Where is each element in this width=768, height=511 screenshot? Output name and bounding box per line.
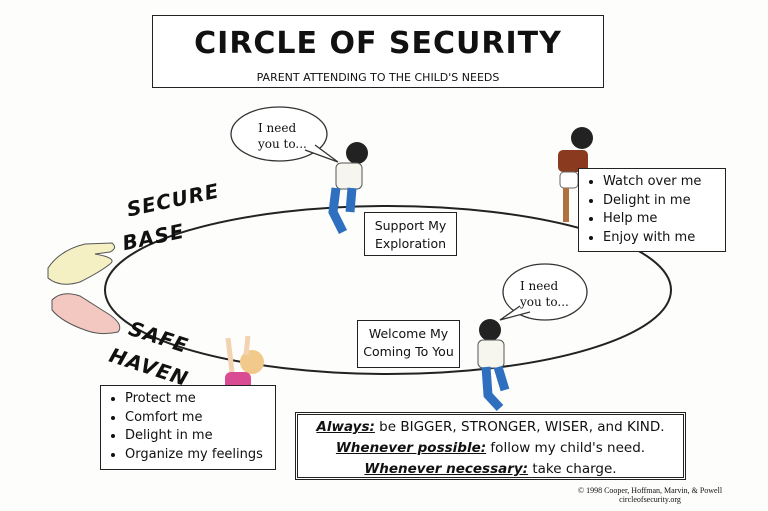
credit-url: circleofsecurity.org — [619, 495, 681, 504]
rule-text: take charge. — [528, 461, 617, 477]
speech-bubble-top — [230, 106, 328, 162]
need-item: Enjoy with me — [603, 229, 725, 248]
welcome-line-1: Welcome My — [368, 326, 449, 341]
child-returning-icon — [477, 319, 510, 412]
rule-necessary: Whenever necessary: take charge. — [298, 459, 683, 480]
support-line-2: Exploration — [374, 236, 447, 251]
need-item: Watch over me — [603, 173, 725, 192]
need-item: Organize my feelings — [125, 446, 275, 465]
copyright-credit: © 1998 Cooper, Hoffman, Marvin, & Powell… — [578, 486, 722, 504]
rule-text: be BIGGER, STRONGER, WISER, and KIND. — [374, 419, 665, 435]
support-line-1: Support My — [374, 218, 447, 233]
need-item: Delight in me — [603, 192, 725, 211]
rule-label: Always: — [316, 419, 375, 435]
rule-possible: Whenever possible: follow my child's nee… — [298, 438, 683, 459]
child-exploring-icon — [328, 142, 368, 235]
parenting-rules-box: Always: be BIGGER, STRONGER, WISER, and … — [295, 412, 686, 480]
support-exploration-box: Support My Exploration — [364, 212, 457, 256]
credit-line: © 1998 Cooper, Hoffman, Marvin, & Powell — [578, 486, 723, 495]
page-title: CIRCLE OF SECURITY — [194, 26, 562, 61]
rule-text: follow my child's need. — [486, 440, 646, 456]
speech-bubble-bottom — [502, 263, 588, 321]
title-box: CIRCLE OF SECURITY PARENT ATTENDING TO T… — [152, 15, 604, 88]
need-item: Delight in me — [125, 427, 275, 446]
bubble-bottom-text: I need you to... — [520, 278, 569, 310]
rule-label: Whenever necessary: — [364, 461, 529, 477]
welcome-line-2: Coming To You — [363, 344, 454, 359]
bubble-top-line-2: you to... — [258, 137, 307, 151]
welcome-coming-box: Welcome My Coming To You — [357, 320, 460, 368]
haven-needs-box: Protect me Comfort me Delight in me Orga… — [100, 385, 276, 470]
need-item: Protect me — [125, 390, 275, 409]
bubble-bottom-line-1: I need — [520, 279, 559, 293]
bubble-top-line-1: I need — [258, 121, 297, 135]
rule-always: Always: be BIGGER, STRONGER, WISER, and … — [298, 417, 683, 438]
circle-path — [104, 205, 672, 375]
page-subtitle: PARENT ATTENDING TO THE CHILD'S NEEDS — [256, 71, 500, 84]
bubble-bottom-line-2: you to... — [520, 295, 569, 309]
hand-top-icon — [47, 242, 116, 285]
rule-label: Whenever possible: — [335, 440, 487, 456]
need-item: Help me — [603, 210, 725, 229]
exploration-needs-box: Watch over me Delight in me Help me Enjo… — [578, 168, 726, 252]
bubble-top-text: I need you to... — [258, 120, 307, 152]
child-climbing-icon — [558, 127, 593, 222]
need-item: Comfort me — [125, 409, 275, 428]
hand-bottom-icon — [51, 293, 121, 335]
